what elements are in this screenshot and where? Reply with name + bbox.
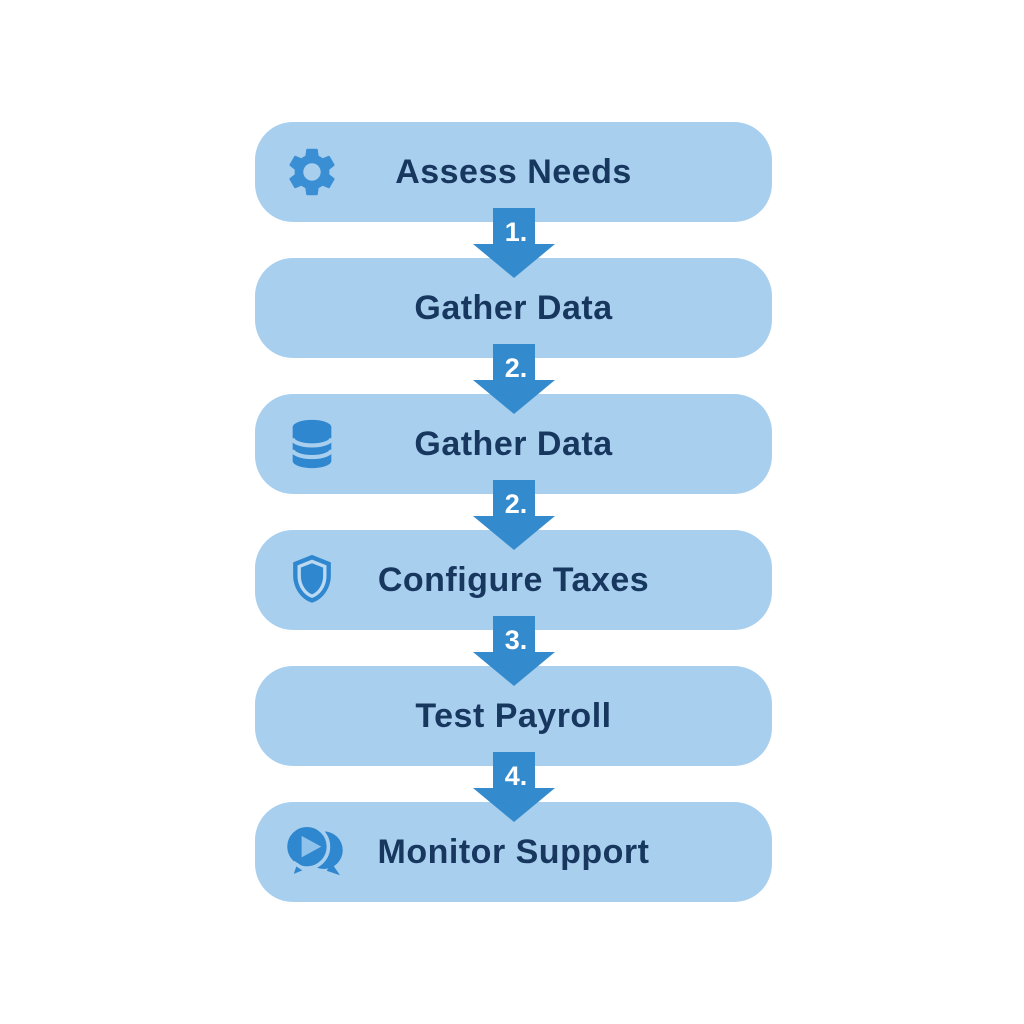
step-number: 2. (504, 489, 527, 519)
step-box-monitor-support: Monitor Support (255, 802, 772, 902)
step-label: Gather Data (414, 424, 613, 463)
down-arrow-icon: 2. (472, 480, 555, 550)
step-box-gather-data-1: Gather Data (255, 258, 772, 358)
step-number: 3. (504, 625, 527, 655)
step-label: Gather Data (414, 288, 613, 327)
step-number: 4. (504, 761, 527, 791)
down-arrow-icon: 3. (472, 616, 555, 686)
connector-arrow-4: 3. (255, 616, 772, 686)
database-icon (283, 415, 341, 473)
connector-arrow-5: 4. (255, 752, 772, 822)
step-label: Assess Needs (395, 152, 632, 191)
down-arrow-icon: 2. (472, 344, 555, 414)
step-number: 1. (504, 217, 527, 247)
step-label: Test Payroll (415, 696, 612, 735)
step-number: 2. (504, 353, 527, 383)
connector-arrow-1: 1. (255, 208, 772, 278)
connector-arrow-3: 2. (255, 480, 772, 550)
shield-icon (283, 551, 341, 609)
step-box-configure-taxes: Configure Taxes (255, 530, 772, 630)
step-box-gather-data-2: Gather Data (255, 394, 772, 494)
step-label: Configure Taxes (377, 560, 650, 599)
connector-arrow-2: 2. (255, 344, 772, 414)
down-arrow-icon: 1. (472, 208, 555, 278)
step-box-assess-needs: Assess Needs (255, 122, 772, 222)
down-arrow-icon: 4. (472, 752, 555, 822)
step-label: Monitor Support (377, 832, 650, 871)
chat-icon (281, 821, 349, 883)
process-flow-diagram: Assess Needs 1. Gather Data 2. (255, 122, 772, 902)
gear-icon (283, 143, 341, 201)
